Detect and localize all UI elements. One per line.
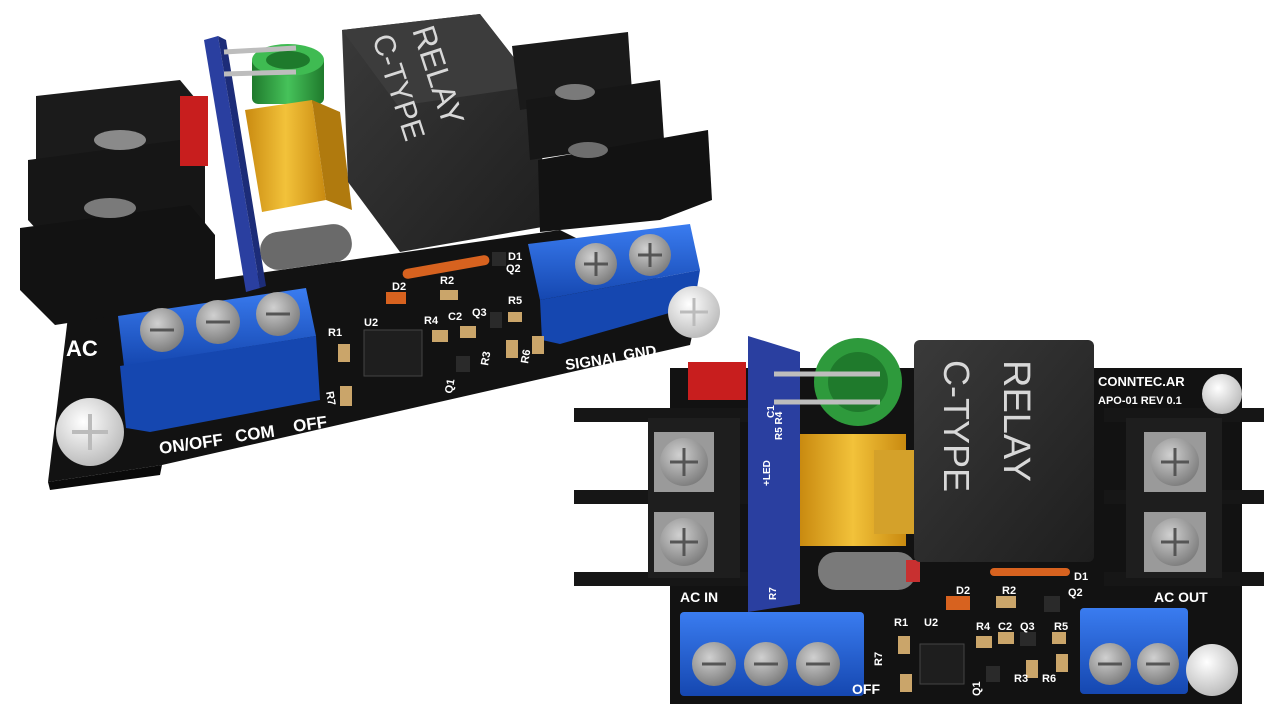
board2-ref-r5r4: R5 R4 — [774, 411, 785, 440]
board2-heatsink-left — [574, 408, 752, 586]
board2-ref-r1: R1 — [894, 617, 908, 629]
board2-ref-q1: Q1 — [971, 681, 983, 696]
board2-smd-area — [898, 568, 1070, 692]
board1-ref-u2: U2 — [364, 317, 378, 329]
board1-label-off: OFF — [292, 412, 328, 436]
board1-ref-r7: R7 — [323, 390, 337, 406]
board1-terminal-signal-gnd — [528, 224, 700, 344]
board2-gray-diode — [818, 552, 916, 590]
board1-heatsinks-left — [20, 80, 215, 325]
board-1: RELAY C-TYPE — [20, 14, 720, 490]
board1-ref-r6: R6 — [519, 349, 533, 365]
board2-ref-r2: R2 — [1002, 585, 1016, 597]
board1-ref-r2: R2 — [440, 275, 454, 287]
board1-ref-c2: C2 — [448, 311, 462, 323]
board2-mount-screw-top-right — [1202, 374, 1242, 414]
board2-ref-led: +LED — [762, 460, 773, 486]
board1-terminal-onoff-com-off — [118, 288, 320, 432]
board2-ref-q2: Q2 — [1068, 587, 1083, 599]
board2-heatsink-right — [1104, 408, 1264, 586]
board2-ref-r7-vert: R7 — [768, 587, 779, 600]
board2-label-ac-in: AC IN — [680, 589, 718, 605]
board2-ref-d2: D2 — [956, 585, 970, 597]
board2-red-component — [688, 362, 746, 400]
board2-ref-c1: C1 — [766, 405, 777, 418]
board1-label-ac: AC — [66, 336, 98, 361]
board2-mount-screw-bottom-right — [1186, 644, 1238, 696]
board1-yellow-capacitor — [245, 100, 352, 212]
board1-ref-r3: R3 — [479, 351, 493, 367]
board1-ref-d2: D2 — [392, 281, 406, 293]
board1-ref-q1: Q1 — [443, 378, 457, 395]
board1-gray-diode — [260, 224, 352, 270]
board2-terminal-left — [680, 612, 864, 696]
board1-ic-u2 — [363, 329, 423, 377]
board2-ref-r7: R7 — [873, 652, 885, 666]
board1-ref-r1: R1 — [328, 327, 342, 339]
board2-ref-d1: D1 — [1074, 571, 1088, 583]
board1-heatsinks-right — [512, 32, 712, 232]
board2-relay-label-2: C-TYPE — [936, 360, 977, 492]
board2-revision: APO-01 REV 0.1 — [1098, 395, 1182, 407]
board2-ref-r6: R6 — [1042, 673, 1056, 685]
board1-red-component — [180, 96, 208, 166]
board1-ref-d1: D1 — [508, 251, 522, 263]
board2-ref-r3: R3 — [1014, 673, 1028, 685]
board2-ic-u2 — [919, 643, 965, 685]
board1-label-gnd: GND — [622, 342, 658, 363]
board2-label-off: OFF — [852, 681, 880, 697]
board2-relay-label-1: RELAY — [995, 360, 1037, 482]
board1-smd-area — [338, 252, 544, 406]
board2-label-ac-out: AC OUT — [1154, 589, 1208, 605]
board2-ref-r5: R5 — [1054, 621, 1068, 633]
board1-ref-q2: Q2 — [506, 263, 521, 275]
board1-ref-r5: R5 — [508, 295, 522, 307]
board1-label-com: COM — [234, 422, 276, 446]
board2-terminal-right — [1080, 608, 1188, 694]
board2-brand: CONNTEC.AR — [1098, 374, 1185, 389]
board2-green-capacitor — [774, 338, 902, 426]
board2-ref-u2: U2 — [924, 617, 938, 629]
board2-daughter-board — [748, 336, 800, 612]
board1-relay: RELAY C-TYPE — [342, 14, 548, 252]
board1-ref-r4: R4 — [424, 315, 439, 327]
board-2: +LED R5 R4 C1 R7 RELAY C-TYPE CONNTEC.AR… — [574, 336, 1264, 704]
board2-ref-q3: Q3 — [1020, 621, 1035, 633]
board2-ref-c2: C2 — [998, 621, 1012, 633]
board2-ref-r4: R4 — [976, 621, 991, 633]
board1-green-capacitor — [223, 44, 324, 104]
board1-daughter-board — [204, 36, 260, 292]
board2-relay: RELAY C-TYPE — [914, 340, 1094, 562]
board1-ref-q3: Q3 — [472, 307, 487, 319]
